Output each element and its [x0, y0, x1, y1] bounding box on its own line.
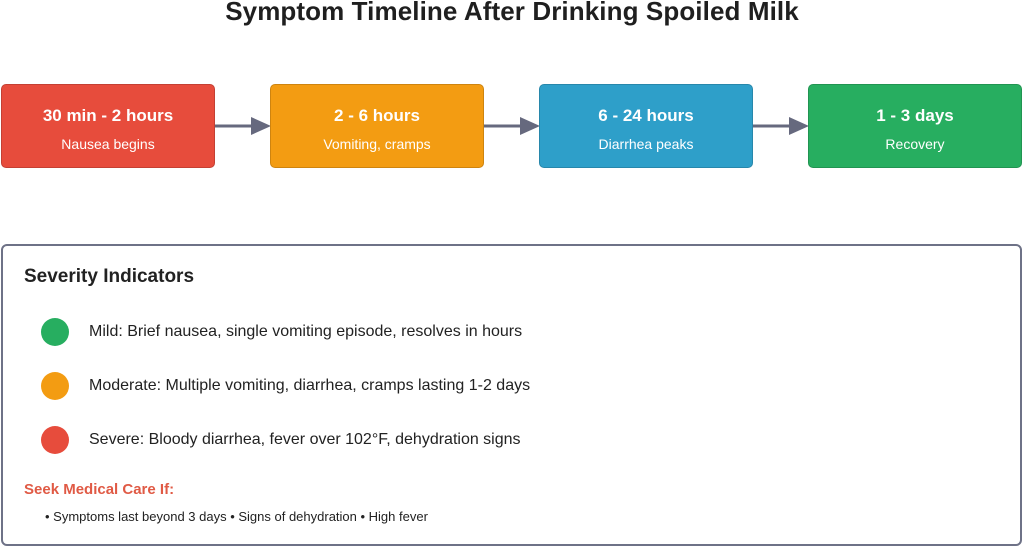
severity-title: Severity Indicators: [24, 266, 195, 287]
stage-box-2-6hours: 2 - 6 hours Vomiting, cramps: [270, 84, 484, 168]
stage-time: 2 - 6 hours: [334, 106, 420, 125]
arrow-3: [753, 117, 809, 135]
mild-dot-icon: [41, 318, 69, 346]
arrow-2: [484, 117, 540, 135]
severity-text: Severe: Bloody diarrhea, fever over 102°…: [89, 431, 521, 448]
severity-text: Mild: Brief nausea, single vomiting epis…: [89, 323, 523, 340]
stage-description: Recovery: [885, 136, 945, 152]
stage-box-1-3days: 1 - 3 days Recovery: [808, 84, 1022, 168]
diagram-title: Symptom Timeline After Drinking Spoiled …: [225, 0, 799, 26]
severity-panel: Severity Indicators Mild: Brief nausea, …: [1, 244, 1022, 546]
stage-time: 1 - 3 days: [876, 106, 954, 125]
stage-box-6-24hours: 6 - 24 hours Diarrhea peaks: [539, 84, 753, 168]
severity-item-severe: Severe: Bloody diarrhea, fever over 102°…: [41, 426, 941, 454]
stage-description: Vomiting, cramps: [323, 136, 431, 152]
seek-medical-care-items: • Symptoms last beyond 3 days • Signs of…: [45, 509, 428, 524]
arrow-1: [215, 117, 271, 135]
moderate-dot-icon: [41, 372, 69, 400]
severe-dot-icon: [41, 426, 69, 454]
seek-medical-care-title: Seek Medical Care If:: [24, 481, 175, 498]
stage-box-30min-2hours: 30 min - 2 hours Nausea begins: [1, 84, 215, 168]
stage-time: 30 min - 2 hours: [42, 106, 174, 125]
severity-item-mild: Mild: Brief nausea, single vomiting epis…: [41, 318, 941, 346]
stage-description: Diarrhea peaks: [598, 136, 694, 152]
severity-item-moderate: Moderate: Multiple vomiting, diarrhea, c…: [41, 372, 941, 400]
timeline: 30 min - 2 hours Nausea begins 2 - 6 hou…: [0, 0, 1024, 200]
severity-text: Moderate: Multiple vomiting, diarrhea, c…: [89, 377, 531, 394]
stage-description: Nausea begins: [61, 136, 155, 152]
stage-time: 6 - 24 hours: [598, 106, 694, 125]
